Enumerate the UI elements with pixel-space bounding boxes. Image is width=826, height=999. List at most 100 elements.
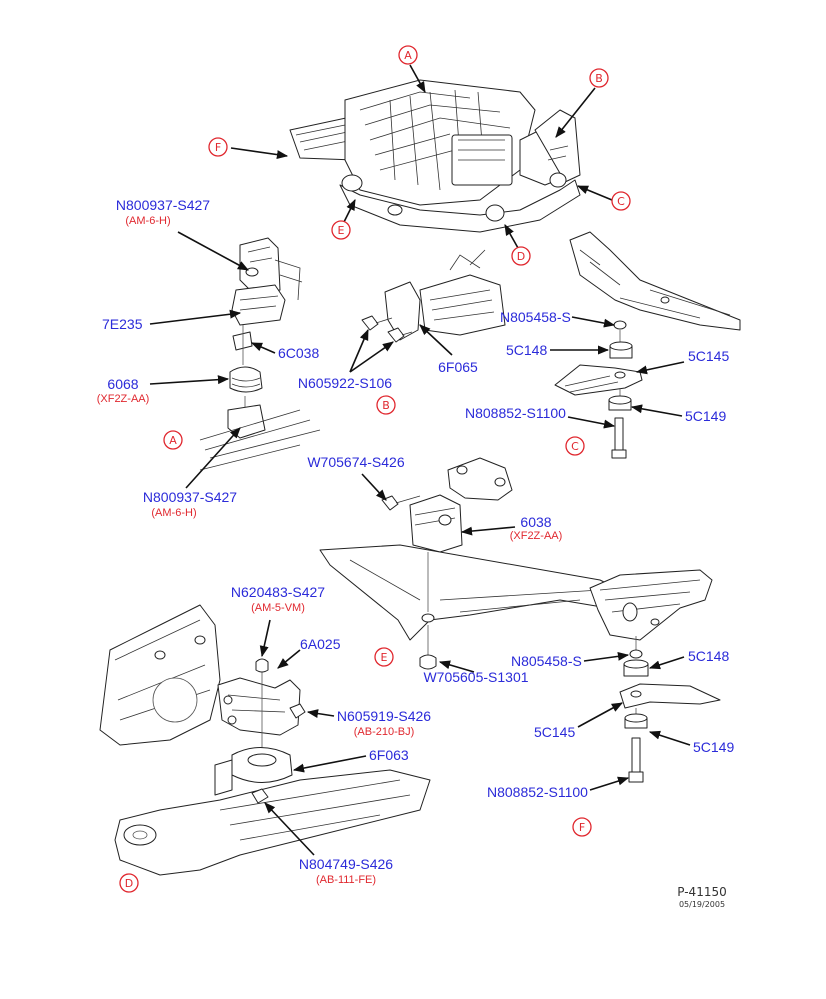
engine-assembly-overview: A B C D E F <box>208 45 631 266</box>
leader-overview-e <box>343 198 356 223</box>
leader-c-5c149 <box>630 404 683 417</box>
label-d-n620483: N620483-S427 (AM-5-VM) <box>231 584 325 614</box>
svg-text:(AB-111-FE): (AB-111-FE) <box>316 874 376 886</box>
svg-text:N800937-S427: N800937-S427 <box>116 197 210 213</box>
nut-icon <box>245 267 259 277</box>
bolt-icon <box>614 417 624 451</box>
overview-callout-d[interactable]: D <box>511 246 531 266</box>
leader-a-n800937-top <box>177 231 249 271</box>
svg-text:N804749-S426: N804749-S426 <box>299 856 393 872</box>
svg-text:F: F <box>579 821 585 834</box>
detail-view-e: W705674-S426 6038 (XF2Z-AA) W705605-S130… <box>307 454 641 685</box>
svg-text:(AM-6-H): (AM-6-H) <box>151 507 196 519</box>
overview-callout-c[interactable]: C <box>611 191 631 211</box>
view-c-illustration <box>554 231 741 459</box>
label-a-7e235: 7E235 <box>102 316 143 332</box>
label-a-6068: 6068 (XF2Z-AA) <box>97 376 150 405</box>
leader-c-5c145 <box>635 361 685 375</box>
detail-view-f: N805458-S 5C148 5C145 5C149 N808852-S110… <box>487 569 734 837</box>
leader-f-5c148 <box>648 656 685 670</box>
leader-b-6f065 <box>419 324 453 356</box>
part-6a025-bracket <box>217 677 301 736</box>
svg-text:(AB-210-BJ): (AB-210-BJ) <box>354 726 415 738</box>
nut-icon <box>255 658 269 673</box>
svg-text:N605919-S426: N605919-S426 <box>337 708 431 724</box>
svg-text:(AM-6-H): (AM-6-H) <box>125 215 170 227</box>
label-c-5c149: 5C149 <box>685 408 726 424</box>
view-e-illustration <box>319 457 641 670</box>
svg-text:(AM-5-VM): (AM-5-VM) <box>251 602 305 614</box>
label-e-w705674: W705674-S426 <box>307 454 405 470</box>
nut-icon <box>419 654 437 670</box>
bolt-icon <box>251 788 269 804</box>
label-f-5c148: 5C148 <box>688 648 729 664</box>
svg-text:E: E <box>338 224 345 237</box>
overview-callout-b[interactable]: B <box>589 68 609 88</box>
svg-text:A: A <box>169 434 177 447</box>
view-d-callout: D <box>119 873 139 893</box>
overview-callout-f[interactable]: F <box>208 137 228 157</box>
leader-overview-d <box>504 224 519 249</box>
detail-view-b: N605922-S106 6F065 B <box>298 249 506 415</box>
label-d-6f063: 6F063 <box>369 747 409 763</box>
leader-f-5c145 <box>577 702 623 728</box>
leader-c-n808852 <box>567 416 616 429</box>
svg-text:C: C <box>617 195 625 208</box>
bolt-icon <box>361 315 379 331</box>
part-6038-mount <box>409 494 463 553</box>
engine-assembly-illustration <box>289 79 581 233</box>
view-b-illustration <box>361 249 506 343</box>
label-b-n605922: N605922-S106 <box>298 375 392 391</box>
svg-text:(XF2Z-AA): (XF2Z-AA) <box>510 530 563 542</box>
svg-text:N620483-S427: N620483-S427 <box>231 584 325 600</box>
view-e-callout: E <box>374 647 394 667</box>
leader-d-n620483 <box>259 619 271 658</box>
svg-text:(XF2Z-AA): (XF2Z-AA) <box>97 393 150 405</box>
leader-a-6068 <box>149 375 230 385</box>
leader-a-n800937-bottom <box>185 427 241 489</box>
leader-b-n605922-1 <box>349 328 369 373</box>
label-a-6c038: 6C038 <box>278 345 319 361</box>
svg-text:B: B <box>595 72 603 85</box>
label-d-n804749: N804749-S426 (AB-111-FE) <box>299 856 393 886</box>
label-e-6038: 6038 (XF2Z-AA) <box>510 514 563 542</box>
bolt-icon <box>289 703 306 719</box>
detail-view-d: N620483-S427 (AM-5-VM) 6A025 N605919-S42… <box>99 584 431 893</box>
leader-d-n605919 <box>306 709 335 718</box>
leader-overview-b <box>555 87 596 138</box>
svg-text:D: D <box>125 877 133 890</box>
view-d-illustration <box>99 604 431 876</box>
overview-callout-e[interactable]: E <box>331 220 351 240</box>
nut-icon <box>613 320 627 330</box>
leader-f-5c149 <box>648 730 691 746</box>
view-f-callout: F <box>572 817 592 837</box>
leader-d-n804749 <box>264 802 315 856</box>
label-f-5c149: 5C149 <box>693 739 734 755</box>
leader-e-6038 <box>460 526 516 536</box>
label-e-w705605: W705605-S1301 <box>423 669 528 685</box>
label-c-5c148: 5C148 <box>506 342 547 358</box>
leader-a-6c038 <box>250 342 276 354</box>
leader-c-n805458 <box>571 316 616 328</box>
bolt-icon <box>387 327 405 343</box>
svg-text:C: C <box>571 440 579 453</box>
label-c-5c145: 5C145 <box>688 348 729 364</box>
svg-text:E: E <box>381 651 388 664</box>
leader-overview-f <box>230 147 289 160</box>
label-d-6a025: 6A025 <box>300 636 341 652</box>
leader-b-n605922-2 <box>349 341 394 373</box>
part-5c145-bracket <box>554 364 643 396</box>
figure-date: 05/19/2005 <box>679 900 725 909</box>
view-a-illustration <box>199 237 321 471</box>
leader-e-w705605 <box>438 660 475 673</box>
part-6c038-shim <box>232 331 253 351</box>
detail-view-a: N800937-S427 (AM-6-H) 7E235 6C038 6068 (… <box>97 197 321 519</box>
leader-f-n805458 <box>583 651 630 662</box>
label-a-n800937-top: N800937-S427 (AM-6-H) <box>116 197 210 227</box>
overview-callout-a[interactable]: A <box>398 45 418 65</box>
label-f-n808852: N808852-S1100 <box>487 784 588 800</box>
label-c-n808852: N808852-S1100 <box>465 405 566 421</box>
view-a-callout: A <box>163 430 183 450</box>
view-b-callout: B <box>376 395 396 415</box>
